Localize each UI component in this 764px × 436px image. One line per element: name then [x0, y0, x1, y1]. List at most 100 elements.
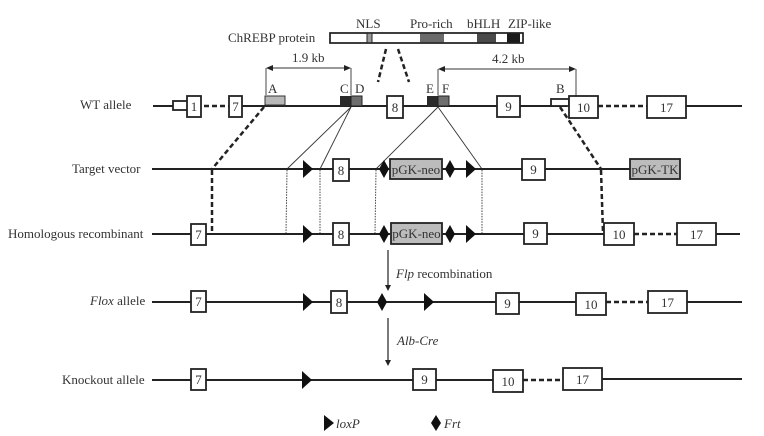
frt-icon [379, 160, 389, 178]
svg-text:pGK-TK: pGK-TK [632, 162, 680, 177]
loxp-icon [424, 293, 434, 311]
flox-allele-label: allele [114, 293, 146, 308]
svg-text:8: 8 [392, 100, 399, 115]
pgk-neo-cassette [390, 222, 443, 245]
pgk-neo-cassette [389, 158, 443, 180]
frt-icon [379, 225, 389, 243]
svg-text:B: B [556, 81, 565, 96]
distance-left: 1.9 kb [292, 50, 325, 65]
svg-text:F: F [442, 81, 449, 96]
bhlh-label: bHLH [467, 16, 500, 31]
svg-text:9: 9 [532, 226, 539, 241]
exon-10 [603, 222, 635, 246]
target-vector-row: Target vector 8 pGK-neo 9 pGK-TK [72, 158, 681, 182]
pro-rich-label: Pro-rich [410, 16, 453, 31]
site-e [427, 96, 438, 106]
svg-text:7: 7 [232, 99, 239, 114]
loxp-legend-label: loxP [336, 416, 360, 431]
nls-label: NLS [356, 16, 381, 31]
site-f [437, 95, 450, 107]
alb-cre-label: Alb-Cre [396, 333, 439, 348]
svg-text:Flox allele: Flox allele [89, 293, 145, 308]
knockout-allele-row: Knockout allele 7 9 10 17 [62, 367, 742, 393]
svg-text:10: 10 [577, 100, 590, 115]
loxp-icon [466, 160, 476, 178]
utr-box [172, 100, 189, 111]
zip-like-label: ZIP-like [508, 16, 552, 31]
svg-text:9: 9 [505, 99, 512, 114]
flp-label: Flp [395, 266, 415, 281]
exon-8 [332, 222, 350, 246]
pro-rich-domain [420, 33, 444, 43]
exon-1 [186, 95, 202, 118]
loxp-icon [303, 293, 313, 311]
exon-9 [495, 292, 520, 315]
down-arrow-icon [385, 285, 391, 291]
exon-17 [647, 290, 688, 314]
exon-8 [330, 290, 348, 314]
zip-like-domain [507, 33, 520, 43]
svg-text:17: 17 [576, 372, 590, 387]
down-arrow-icon [385, 360, 391, 366]
svg-text:7: 7 [195, 227, 202, 242]
svg-text:9: 9 [530, 162, 537, 177]
svg-text:17: 17 [660, 100, 674, 115]
svg-text:17: 17 [661, 295, 675, 310]
exon-9 [523, 222, 548, 245]
exon-9 [496, 95, 521, 118]
target-vector-label: Target vector [72, 161, 141, 176]
protein-zoom-line-left [376, 48, 388, 83]
loxp-icon [303, 160, 313, 178]
site-c [340, 96, 351, 106]
alb-cre-step: Alb-Cre [385, 318, 439, 366]
loxp-legend-icon [324, 415, 334, 431]
frt-legend-icon [431, 415, 441, 431]
recombination-connectors [210, 169, 605, 234]
site-b [550, 98, 570, 107]
svg-text:8: 8 [338, 163, 345, 178]
exon-17 [562, 367, 603, 391]
svg-text:10: 10 [502, 374, 515, 389]
exon-7 [190, 368, 207, 391]
homologous-recombinant-row: Homologous recombinant 7 8 pGK-neo 9 10 … [8, 222, 740, 246]
svg-text:Flp recombination: Flp recombination [395, 266, 493, 281]
frt-icon [445, 225, 455, 243]
exon-10 [575, 292, 607, 316]
exon-9 [521, 158, 546, 181]
chrebp-protein-bar: ChREBP protein NLS Pro-rich bHLH ZIP-lik… [228, 16, 552, 83]
bhlh-domain [477, 33, 496, 43]
exon-17 [646, 95, 687, 119]
svg-text:1: 1 [191, 99, 198, 114]
svg-text:pGK-neo: pGK-neo [392, 226, 440, 241]
exon-7 [190, 223, 207, 246]
svg-text:10: 10 [613, 227, 626, 242]
legend: loxP Frt [324, 415, 461, 431]
svg-text:pGK-neo: pGK-neo [392, 162, 440, 177]
svg-text:9: 9 [421, 372, 428, 387]
site-a [264, 95, 286, 106]
distance-markers: 1.9 kb 4.2 kb [265, 50, 577, 96]
svg-text:8: 8 [338, 227, 345, 242]
svg-text:E: E [426, 81, 434, 96]
protein-zoom-line-right [396, 48, 411, 83]
protein-label: ChREBP protein [228, 30, 316, 45]
exon-17 [676, 222, 717, 246]
frt-legend-label: Frt [443, 416, 461, 431]
frt-icon [445, 160, 455, 178]
frt-icon [377, 293, 387, 311]
flox-label: Flox [89, 293, 114, 308]
loxp-icon [466, 225, 476, 243]
exon-9 [412, 368, 437, 391]
flp-recombination-step: Flp recombination [385, 250, 493, 291]
loxp-icon [303, 225, 313, 243]
knockout-allele-label: Knockout allele [62, 372, 145, 387]
svg-text:A: A [268, 81, 278, 96]
exon-10 [492, 369, 524, 393]
distance-right: 4.2 kb [492, 51, 525, 66]
homology-connectors [211, 106, 603, 170]
svg-text:17: 17 [690, 227, 704, 242]
nls-domain [366, 32, 373, 44]
site-d [350, 95, 363, 107]
svg-text:8: 8 [336, 295, 343, 310]
